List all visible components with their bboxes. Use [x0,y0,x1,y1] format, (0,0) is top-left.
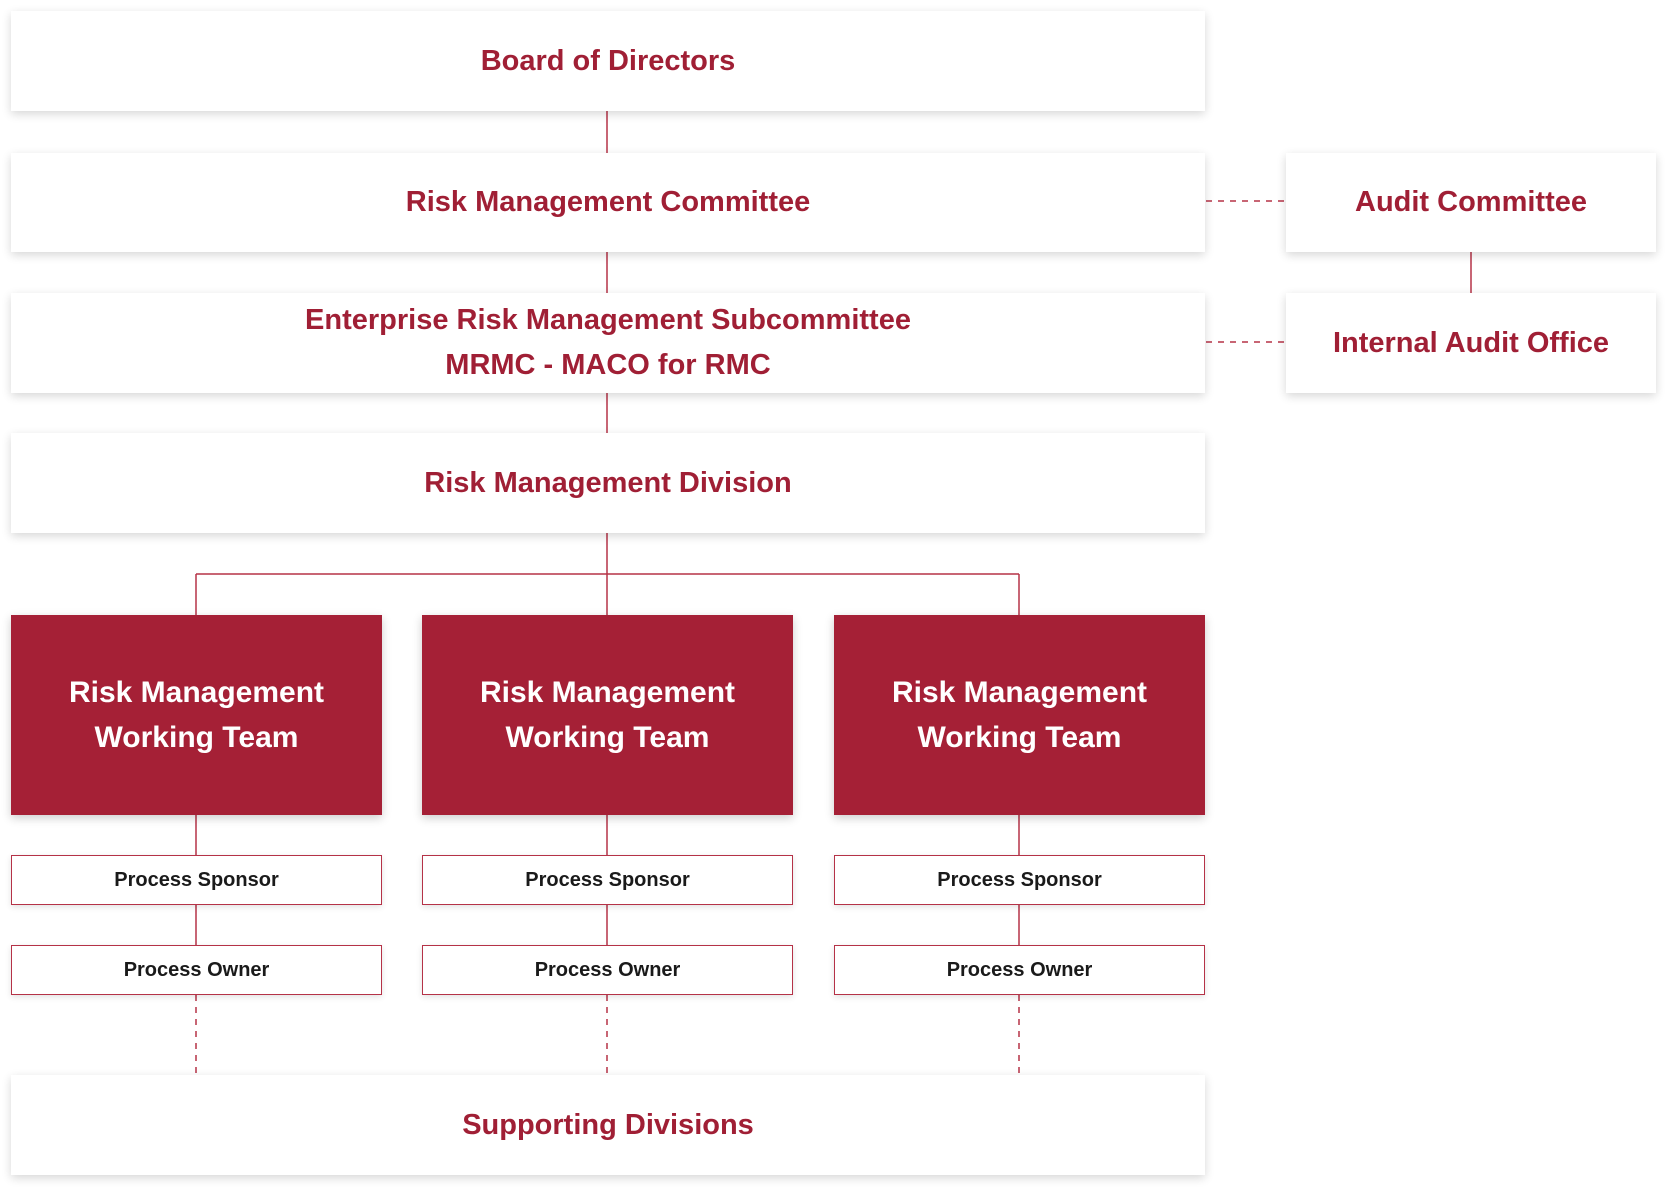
working-team-box: Risk Management Working Team [422,615,793,815]
erm-subcommittee-box: Enterprise Risk Management Subcommittee … [11,293,1205,393]
supporting-divisions-label: Supporting Divisions [462,1108,754,1141]
process-owner-label: Process Owner [123,958,270,981]
working-team-label-line2: Working Team [505,721,710,754]
working-team-label-line2: Working Team [94,721,299,754]
working-team-label-line2: Working Team [917,721,1122,754]
mrmc-maco-label: MRMC - MACO for RMC [445,349,771,381]
risk-management-committee-label: Risk Management Committee [405,186,811,218]
risk-management-division-label: Risk Management Division [424,466,792,499]
process-sponsor-label: Process Sponsor [114,868,279,891]
process-sponsor-box: Process Sponsor [422,855,793,905]
process-owner-label: Process Owner [946,958,1093,981]
working-team-box: Risk Management Working Team [11,615,382,815]
process-sponsor-box: Process Sponsor [834,855,1205,905]
audit-committee-box: Audit Committee [1286,153,1656,252]
working-team-label-line1: Risk Management [891,676,1148,709]
internal-audit-office-box: Internal Audit Office [1286,293,1656,393]
erm-subcommittee-label: Enterprise Risk Management Subcommittee [305,304,911,336]
process-owner-label: Process Owner [534,958,681,981]
working-team-label-line1: Risk Management [68,676,325,709]
process-sponsor-box: Process Sponsor [11,855,382,905]
risk-management-committee-box: Risk Management Committee [11,153,1205,252]
risk-management-division-box: Risk Management Division [11,433,1205,533]
supporting-divisions-box: Supporting Divisions [11,1075,1205,1175]
audit-committee-label: Audit Committee [1355,186,1587,218]
working-team-box: Risk Management Working Team [834,615,1205,815]
process-owner-box: Process Owner [834,945,1205,995]
working-team-label-line1: Risk Management [479,676,736,709]
board-of-directors-label: Board of Directors [480,44,736,77]
process-owner-box: Process Owner [11,945,382,995]
board-of-directors-box: Board of Directors [11,11,1205,111]
process-owner-box: Process Owner [422,945,793,995]
process-sponsor-label: Process Sponsor [937,868,1102,891]
process-sponsor-label: Process Sponsor [525,868,690,891]
internal-audit-office-label: Internal Audit Office [1332,326,1610,359]
